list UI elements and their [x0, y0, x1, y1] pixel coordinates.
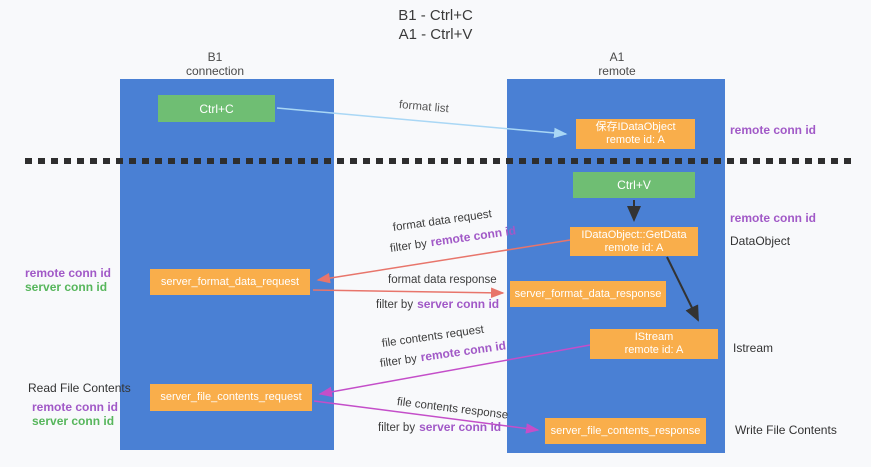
save-idataobject-line2: remote id: A: [606, 134, 665, 146]
format-list-label: format list: [398, 99, 450, 116]
server-conn-id-text: server conn id: [417, 297, 500, 311]
server-format-data-request-box: server_format_data_request: [150, 269, 310, 295]
dataobject-label: DataObject: [730, 234, 791, 248]
diagram-title-line2: A1 - Ctrl+V: [398, 26, 473, 43]
server-format-data-request-label: server_format_data_request: [160, 275, 300, 288]
remote-conn-id-text: remote conn id: [429, 223, 517, 250]
file-contents-response-label: file contents response: [396, 396, 509, 422]
istream-side-label: Istream: [733, 341, 774, 355]
getdata-line1: IDataObject::GetData: [581, 228, 687, 241]
ctrl-v-label: Ctrl+V: [617, 178, 651, 192]
filter-by-text: filter by: [376, 299, 414, 311]
left-server-conn-id-bottom: server conn id: [32, 414, 115, 428]
server-file-contents-response-label: server_file_contents_response: [550, 424, 701, 437]
server-format-data-response-box: server_format_data_response: [510, 281, 666, 307]
getdata-box: IDataObject::GetData remote id: A: [570, 227, 698, 256]
right-column-subtitle: remote: [598, 64, 636, 78]
right-remote-conn-id-top: remote conn id: [730, 123, 817, 137]
filter-by-text: filter by: [389, 237, 428, 255]
ctrl-c-box: Ctrl+C: [158, 95, 275, 122]
server-file-contents-request-box: server_file_contents_request: [150, 384, 312, 411]
left-column-name: B1: [207, 50, 223, 64]
ctrl-v-box: Ctrl+V: [573, 172, 695, 198]
filter-by-text: filter by: [379, 352, 418, 370]
dashed-divider: [25, 158, 851, 164]
server-conn-id-text: server conn id: [419, 420, 502, 434]
right-column-name: A1: [609, 50, 625, 64]
left-server-conn-id-top: server conn id: [25, 280, 108, 294]
format-data-response-label: format data response: [388, 274, 497, 286]
istream-box: IStream remote id: A: [590, 329, 718, 359]
diagram-title-line1: B1 - Ctrl+C: [398, 7, 473, 24]
istream-line2: remote id: A: [624, 344, 684, 356]
write-file-contents-label: Write File Contents: [735, 423, 837, 437]
save-idataobject-line1: 保存IDataObject: [595, 121, 676, 133]
diagram-title: B1 - Ctrl+C A1 - Ctrl+V: [0, 6, 871, 44]
left-column-subtitle: connection: [185, 64, 245, 78]
ctrl-c-label: Ctrl+C: [199, 101, 234, 116]
server-file-contents-request-label: server_file_contents_request: [160, 391, 302, 403]
arrow-format-data-response: [312, 287, 505, 299]
server-file-contents-response-box: server_file_contents_response: [545, 418, 706, 444]
left-remote-conn-id-bottom: remote conn id: [32, 400, 119, 414]
right-column-header: A1 remote: [557, 50, 677, 78]
right-remote-conn-id-mid: remote conn id: [730, 211, 817, 225]
read-file-contents-label: Read File Contents: [28, 381, 131, 395]
filter-by-text: filter by: [378, 422, 416, 434]
istream-line1: IStream: [634, 331, 674, 343]
getdata-line2: remote id: A: [604, 241, 664, 254]
left-column-header: B1 connection: [155, 50, 275, 78]
left-remote-conn-id-top: remote conn id: [25, 266, 112, 280]
save-idataobject-box: 保存IDataObject remote id: A: [576, 119, 695, 149]
server-format-data-response-label: server_format_data_response: [514, 287, 662, 300]
